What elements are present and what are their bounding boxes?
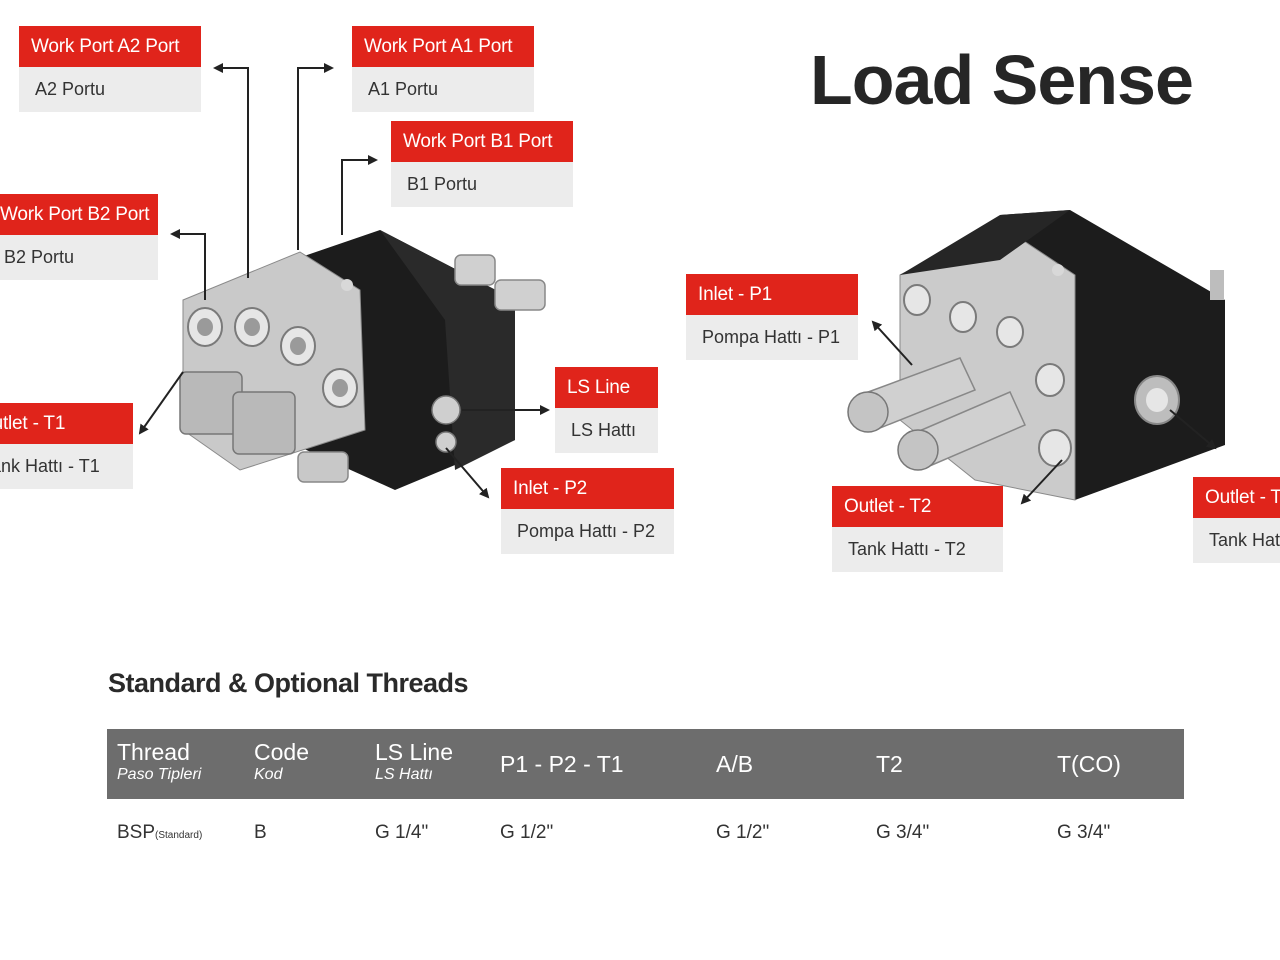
header-ls-line: LS Line LS Hattı (375, 739, 453, 809)
cell-code: B (254, 822, 267, 843)
header-ab: A/B (716, 729, 753, 799)
callout-p1-sub: Pompa Hattı - P1 (686, 315, 858, 360)
header-tco-label: T(CO) (1057, 751, 1121, 777)
header-thread: Thread Paso Tipleri (117, 739, 201, 809)
header-p1-p2-t1-label: P1 - P2 - T1 (500, 751, 624, 777)
callout-tco-head: Outlet - T(CO) (1193, 477, 1280, 518)
header-t2: T2 (876, 729, 903, 799)
callout-outlet-t2: Outlet - T2 Tank Hattı - T2 (832, 486, 1003, 572)
callout-outlet-t1: Outlet - T1 Tank Hattı - T1 (0, 403, 133, 489)
callout-work-port-a2: Work Port A2 Port A2 Portu (19, 26, 201, 112)
header-code: Code Kod (254, 739, 309, 809)
cell-ab: G 1/2" (716, 822, 770, 843)
header-ab-label: A/B (716, 751, 754, 777)
callout-a2-sub: A2 Portu (19, 67, 201, 112)
callout-work-port-a1: Work Port A1 Port A1 Portu (352, 26, 534, 112)
header-ls-sub: LS Hattı (375, 766, 433, 783)
threads-table-header: Thread Paso Tipleri Code Kod LS Line LS … (107, 729, 1184, 799)
cell-t2: G 3/4" (876, 822, 930, 843)
callout-work-port-b2: Work Port B2 Port B2 Portu (0, 194, 158, 280)
cell-thread: BSP(Standard) (117, 822, 202, 844)
callout-a1-sub: A1 Portu (352, 67, 534, 112)
callout-t2-sub: Tank Hattı - T2 (832, 527, 1003, 572)
cell-p1-p2-t1: G 1/2" (500, 822, 554, 843)
callout-ls-head: LS Line (555, 367, 658, 408)
callout-b2-head: Work Port B2 Port (0, 194, 158, 235)
cell-thread-value: BSP (117, 822, 156, 843)
callout-b2-sub: B2 Portu (0, 235, 158, 280)
callout-p1-head: Inlet - P1 (686, 274, 858, 315)
callout-inlet-p1: Inlet - P1 Pompa Hattı - P1 (686, 274, 858, 360)
callout-ls-sub: LS Hattı (555, 408, 658, 453)
callout-p2-head: Inlet - P2 (501, 468, 674, 509)
callout-a1-head: Work Port A1 Port (352, 26, 534, 67)
callout-work-port-b1: Work Port B1 Port B1 Portu (391, 121, 573, 207)
callout-t1-head: Outlet - T1 (0, 403, 133, 444)
header-code-label: Code (254, 739, 309, 765)
header-thread-sub: Paso Tipleri (117, 766, 202, 783)
callout-tco-sub: Tank Hattı - T(CO) (1193, 518, 1280, 563)
callout-b1-head: Work Port B1 Port (391, 121, 573, 162)
callout-p2-sub: Pompa Hattı - P2 (501, 509, 674, 554)
callout-t2-head: Outlet - T2 (832, 486, 1003, 527)
header-code-sub: Kod (254, 766, 283, 783)
callout-outlet-tco: Outlet - T(CO) Tank Hattı - T(CO) (1193, 477, 1280, 563)
header-thread-label: Thread (117, 739, 190, 765)
header-tco: T(CO) (1057, 729, 1121, 799)
page-title: Load Sense (810, 41, 1194, 119)
cell-thread-note: (Standard) (155, 830, 203, 841)
right-valve-image (847, 210, 1225, 501)
cell-tco: G 3/4" (1057, 822, 1111, 843)
leader-arrows (138, 63, 1217, 505)
left-valve-image (179, 230, 546, 490)
callout-t1-sub: Tank Hattı - T1 (0, 444, 133, 489)
callout-a2-head: Work Port A2 Port (19, 26, 201, 67)
callout-ls-line: LS Line LS Hattı (555, 367, 658, 453)
header-t2-label: T2 (876, 751, 903, 777)
threads-section-title: Standard & Optional Threads (108, 668, 469, 698)
callout-b1-sub: B1 Portu (391, 162, 573, 207)
header-ls-label: LS Line (375, 739, 454, 765)
header-p1-p2-t1: P1 - P2 - T1 (500, 729, 624, 799)
callout-inlet-p2: Inlet - P2 Pompa Hattı - P2 (501, 468, 674, 554)
cell-ls-line: G 1/4" (375, 822, 429, 843)
